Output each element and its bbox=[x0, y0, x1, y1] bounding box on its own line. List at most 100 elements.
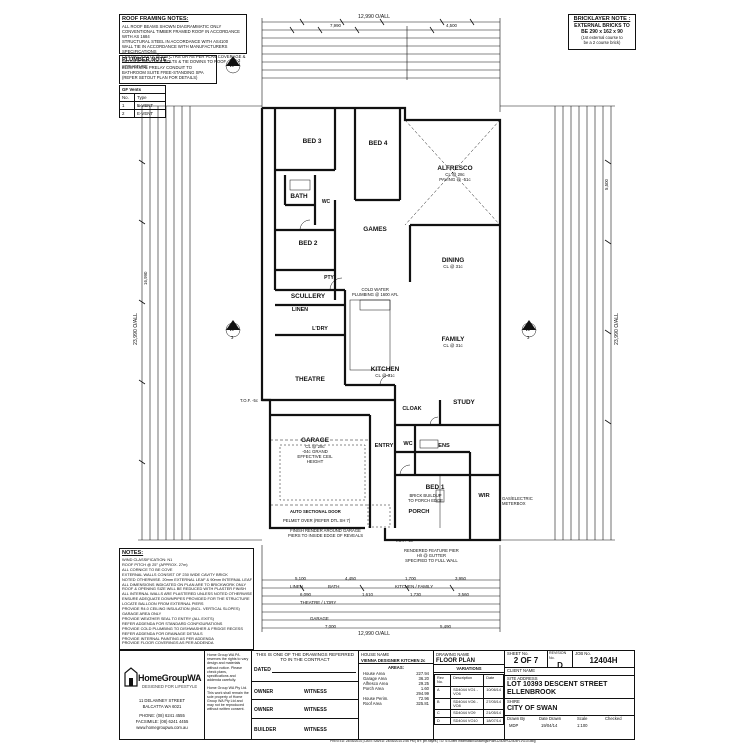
note-line: ALL INTERNAL WALLS ARE PLASTERED UNLESS … bbox=[122, 591, 253, 597]
area-value: 36.20 bbox=[418, 676, 429, 681]
notes-title: NOTES: bbox=[122, 550, 144, 556]
roof-notes-line: PROVIDE WEATHER BOLTS & TIE DOWNS TO ROO… bbox=[122, 59, 227, 69]
area-key: Porch Area bbox=[363, 686, 384, 691]
sheet-label: SHEET No. bbox=[507, 651, 529, 656]
date-value: 19/04/14 bbox=[541, 723, 558, 728]
variation-date: 10/06/14 bbox=[483, 685, 504, 699]
roof-notes-line: CEILING JOISTS @ 450 CTRS OR AS PER PLAN… bbox=[122, 54, 246, 59]
note-line: ROOF PITCH @ 25° (APPROX. 27m) bbox=[122, 561, 188, 567]
section-marker-right: A bbox=[526, 327, 530, 333]
gas-meter-label: GAS/ELECTRIC METERBOX bbox=[502, 496, 533, 506]
drawing-panel: DRAWING NAME FLOOR PLAN VARIATIONS Rev N… bbox=[433, 651, 505, 739]
room-games: GAMES bbox=[363, 226, 387, 233]
sign-role: OWNER bbox=[254, 689, 274, 695]
room-wc-upper: WC bbox=[321, 199, 331, 205]
variation-desc: SD4044 VO6 - VO8 bbox=[450, 697, 485, 711]
bottom-dim: 5,100 bbox=[295, 576, 306, 581]
brand-tagline: DESIGNED FOR LIFESTYLE bbox=[142, 684, 198, 689]
bottom-dim: 1,730 bbox=[410, 592, 421, 597]
room-pty: PTY bbox=[324, 275, 334, 281]
note-line: ALL CORNICE TO BE COVE bbox=[122, 566, 173, 572]
area-value: 325.81 bbox=[416, 701, 429, 706]
area-value: 227.94 bbox=[416, 671, 429, 676]
variation-rev: B bbox=[433, 697, 452, 711]
roof-notes-line: CONVENTIONAL TIMBER FRAMED ROOF IN ACCOR… bbox=[122, 29, 240, 39]
sign-witness: WITNESS bbox=[304, 707, 327, 713]
variation-rev: A bbox=[433, 685, 452, 699]
job-value: 12404H bbox=[589, 656, 618, 665]
room-entry: ENTRY bbox=[374, 443, 394, 449]
section-marker-right-sub: 3 bbox=[527, 335, 530, 340]
note-line: WIND CLASSIFICATION: N1 bbox=[122, 557, 173, 562]
phone: PHONE: (08) 6241 4555 bbox=[139, 713, 185, 718]
roof-notes-line: STRUCTURAL STEEL IN ACCORDANCE WITH AS41… bbox=[122, 39, 229, 44]
rendered-feature-label: RENDERED FEATURE PIER H/I @ GUTTER SPECI… bbox=[404, 548, 459, 563]
note-line: PROVIDE FLOOR COVERINGS AS PER ADDENDA bbox=[122, 640, 214, 646]
variation-desc: SD4044 VO9 bbox=[450, 709, 485, 718]
shire-label: SHIRE bbox=[507, 699, 520, 704]
house-panel: HOUSE NAME VIENNA DESIGNER KITCHEN 2c AR… bbox=[359, 651, 434, 739]
floor-plan-drawing bbox=[138, 18, 615, 632]
bottom-dim: THEATRE / L'DRY bbox=[300, 600, 337, 605]
sign-witness: WITNESS bbox=[304, 689, 327, 695]
dated-line bbox=[272, 672, 356, 673]
finish-render-label: FINISH RENDER AROUND GARAGE PIERS TO INS… bbox=[288, 528, 364, 538]
room-bed-4: BED 4 bbox=[368, 140, 388, 147]
drawing-name-label: DRAWING NAME bbox=[436, 652, 470, 657]
area-value: 1.60 bbox=[420, 686, 429, 691]
bottom-dim: 5,490 bbox=[440, 624, 451, 629]
room-study: STUDY bbox=[453, 399, 475, 406]
area-key: House Perim. bbox=[363, 696, 389, 701]
roof-notes-line: WALL TIE IN ACCORDANCE WITH MANUFACTURER… bbox=[122, 44, 228, 54]
variation-date: 18/07/14 bbox=[483, 716, 504, 726]
variation-desc: SD4044 VO10 bbox=[450, 716, 485, 726]
bottom-dim: 1,610 bbox=[362, 592, 373, 597]
bricklayer-note-line: BE 290 x 162 x 90 bbox=[581, 29, 623, 35]
bottom-dim: 3,560 bbox=[458, 592, 469, 597]
section-marker-top-sub: 3 bbox=[238, 58, 241, 63]
area-key: House Area bbox=[363, 671, 385, 676]
note-line: NOTED OTHERWISE. 20mm EXTERNAL LEAF & 90… bbox=[122, 576, 253, 582]
area-key: Roof Area bbox=[363, 701, 382, 706]
areas-title: AREAS: bbox=[387, 665, 405, 670]
room-cloak: CLOAK bbox=[402, 406, 422, 412]
dated-label: DATED bbox=[254, 667, 271, 673]
room-theatre: THEATRE bbox=[295, 376, 325, 383]
note-line: PROVIDE WEATHER SEAL TO ENTRY (ALL EXITS… bbox=[122, 615, 214, 621]
bricklayer-note-title: BRICKLAYER NOTE : bbox=[573, 16, 631, 22]
roof-notes-line: ALL ROOF BEAMS SHOWN DIAGRAMMATIC ONLY bbox=[122, 24, 222, 29]
revision-value: D bbox=[557, 661, 563, 670]
variation-date: 27/05/14 bbox=[483, 697, 504, 711]
note-line: ENSURE ADEQUATE DOWNPIPES PROVIDED FOR T… bbox=[122, 596, 250, 602]
note-line: LOCATE BALLOON FROM EXTERNAL PIERS bbox=[122, 601, 204, 607]
sheet-cell: SHEET No. 2 OF 7 bbox=[505, 651, 548, 668]
bottom-dim: 6,090 bbox=[300, 592, 311, 597]
bottom-dim: 4,450 bbox=[345, 576, 356, 581]
bricklayer-note-line: be a 2 course brick) bbox=[583, 40, 621, 45]
left-inner-height: 16,990 bbox=[143, 271, 148, 285]
right-inner-height: 5,500 bbox=[604, 179, 609, 190]
garage-door-label: AUTO SECTIONAL DOOR bbox=[290, 509, 341, 514]
contract-panel: THIS IS ONE OF THE DRAWINGS REFERRED TO … bbox=[252, 651, 359, 739]
address-line: 11 DELAMNEY STREET bbox=[138, 698, 186, 703]
note-line: PROVIDE INTERNAL PAINTING AS PER ADDENDA bbox=[122, 635, 214, 641]
site-address-2: ELLENBROOK bbox=[507, 689, 556, 696]
area-row: Porch Area 1.60 bbox=[363, 686, 429, 691]
fax: FACSIMILE: (08) 6241 4455 bbox=[135, 719, 189, 724]
note-line: PROVIDE COLD PLUMBING TO DISHWASHER & FR… bbox=[122, 625, 243, 631]
variation-rev: C bbox=[433, 709, 452, 718]
drawn-label: Drawn By bbox=[507, 716, 526, 721]
